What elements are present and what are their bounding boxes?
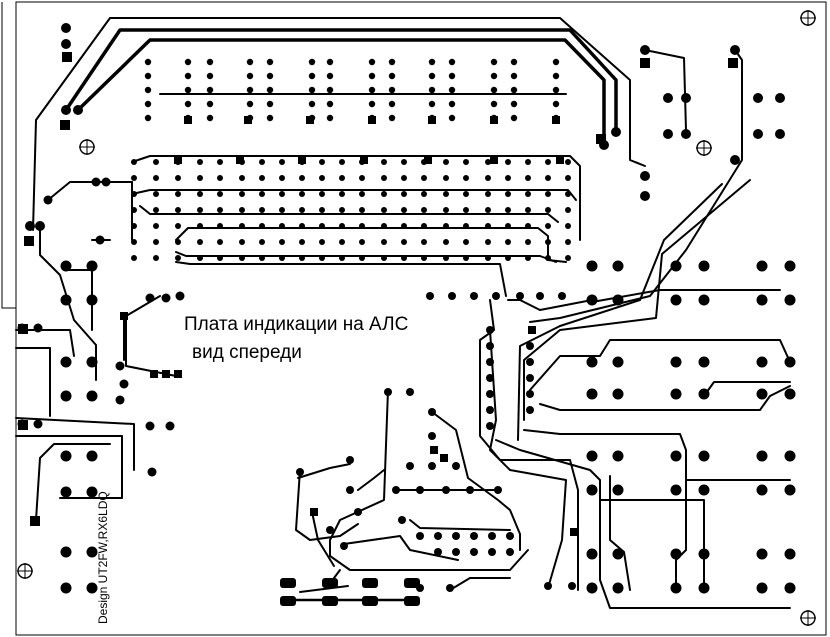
mounting-hole-bottom-left xyxy=(17,563,33,579)
power-traces xyxy=(64,28,618,145)
board-subtitle: вид спереди xyxy=(192,342,302,363)
through-hole-pads xyxy=(17,23,796,594)
mounting-hole-bottom-right xyxy=(800,610,816,626)
board-frame xyxy=(15,1,827,636)
smd-pads xyxy=(150,370,420,606)
board-title: Плата индикации на АЛС xyxy=(184,314,409,335)
mounting-hole-upper-right xyxy=(696,140,712,156)
mounting-hole-top-right xyxy=(800,10,816,26)
mounting-hole-upper-left xyxy=(79,139,95,155)
